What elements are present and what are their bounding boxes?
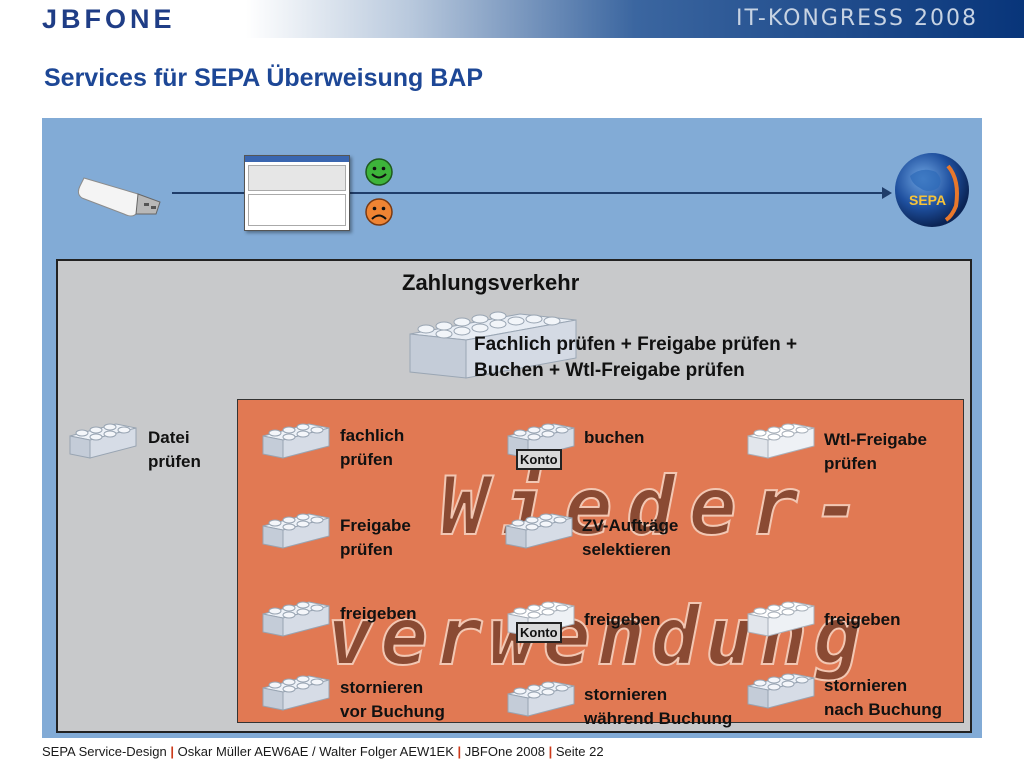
footer-separator: |: [457, 744, 462, 759]
footer-separator: |: [548, 744, 553, 759]
service-freigeben-3: freigeben: [824, 610, 901, 629]
brick-icon: [505, 513, 573, 549]
konto-tag: Konto: [516, 622, 562, 643]
combined-service-line1: Fachlich prüfen + Freigabe prüfen +: [474, 334, 798, 355]
service-label-line: prüfen: [340, 450, 393, 469]
footer-separator: |: [170, 744, 175, 759]
combined-service-line2: Buchen + Wtl-Freigabe prüfen: [474, 360, 745, 381]
service-label-line: während Buchung: [584, 709, 733, 728]
konto-tag: Konto: [516, 449, 562, 470]
brick-icon: [747, 423, 815, 459]
brick-icon: [747, 601, 815, 637]
service-zv-auftraege-selektieren: ZV-Aufträge selektieren: [582, 514, 678, 562]
service-label-line: ZV-Aufträge: [582, 516, 679, 535]
service-fachlich-pruefen: fachlich prüfen: [340, 424, 404, 472]
brick-icon: [262, 601, 330, 637]
service-label-line: stornieren: [824, 676, 908, 695]
brick-icon: [262, 423, 330, 459]
service-label-line: prüfen: [824, 454, 877, 473]
slide-footer: SEPA Service-Design | Oskar Müller AEW6A…: [42, 744, 604, 759]
sepa-globe-icon: SEPA: [895, 153, 969, 227]
usb-stick-icon: [77, 177, 161, 217]
combined-service-label: Fachlich prüfen + Freigabe prüfen + Buch…: [474, 332, 797, 384]
wiederverwendung-watermark: Wieder- verwendung: [325, 459, 863, 684]
reuse-services-panel: [237, 399, 964, 723]
service-label-line: fachlich: [340, 426, 405, 445]
zahlungsverkehr-title: Zahlungsverkehr: [402, 270, 580, 295]
service-label-line: Freigabe: [340, 516, 411, 535]
smiley-happy-icon: [365, 158, 393, 186]
service-label-line: prüfen: [148, 452, 201, 471]
footer-project: SEPA Service-Design: [42, 744, 167, 759]
brick-icon: [507, 681, 575, 717]
service-stornieren-nach-buchung: stornieren nach Buchung: [824, 674, 942, 722]
sepa-badge-text: SEPA: [909, 192, 946, 208]
service-label-line: selektieren: [582, 540, 671, 559]
footer-page-number: Seite 22: [555, 744, 604, 759]
service-wtl-freigabe-pruefen: Wtl-Freigabe prüfen: [824, 428, 927, 476]
service-stornieren-waehrend-buchung: stornieren während Buchung: [584, 683, 732, 731]
service-label-line: Wtl-Freigabe: [824, 430, 927, 449]
event-title: IT-KONGRESS 2008: [736, 6, 978, 31]
service-freigeben-2: freigeben: [584, 610, 661, 629]
footer-event: JBFOne 2008: [464, 744, 545, 759]
brick-icon: [747, 673, 815, 709]
brick-icon: [262, 513, 330, 549]
service-stornieren-vor-buchung: stornieren vor Buchung: [340, 676, 445, 724]
service-buchen: buchen: [584, 428, 645, 447]
service-label-line: stornieren: [584, 685, 668, 704]
jbfone-logo: JBFONE: [42, 4, 176, 34]
brick-icon: [507, 601, 575, 637]
service-datei-pruefen: Datei prüfen: [148, 426, 201, 474]
header-bar: [0, 0, 1024, 38]
service-label-line: prüfen: [340, 540, 393, 559]
smiley-sad-icon: [365, 198, 393, 226]
application-window-thumbnail: [244, 155, 350, 231]
service-freigabe-pruefen: Freigabe prüfen: [340, 514, 411, 562]
service-freigeben-1: freigeben: [340, 604, 417, 623]
footer-authors: Oskar Müller AEW6AE / Walter Folger AEW1…: [177, 744, 454, 759]
service-label-line: nach Buchung: [824, 700, 943, 719]
service-label-line: Datei: [148, 428, 190, 447]
service-label-line: vor Buchung: [340, 702, 445, 721]
large-brick-icon: [409, 311, 577, 379]
brick-icon: [262, 675, 330, 711]
service-label-line: stornieren: [340, 678, 424, 697]
brick-icon: [69, 423, 137, 459]
slide-title: Services für SEPA Überweisung BAP: [44, 64, 484, 92]
